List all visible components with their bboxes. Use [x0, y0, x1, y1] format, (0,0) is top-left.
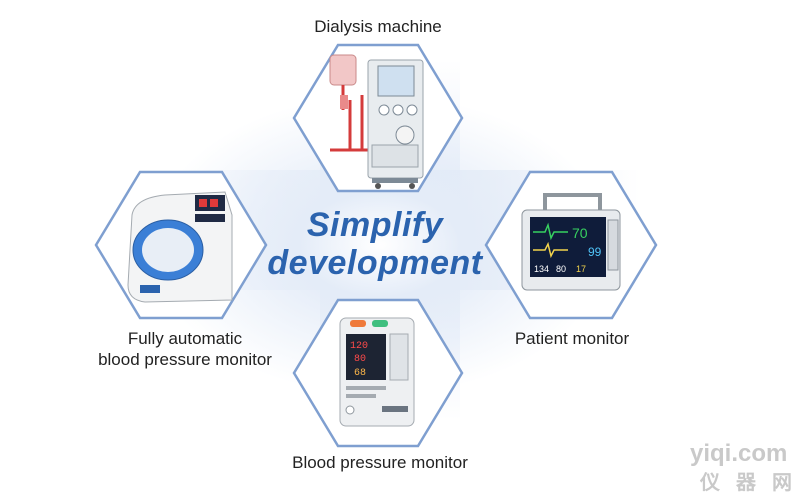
patient-monitor-hr: 70 — [572, 225, 588, 241]
patient-monitor-spo2: 99 — [588, 245, 602, 259]
patient-monitor-bp2: 80 — [556, 264, 566, 274]
center-title-line1: Simplify — [306, 206, 444, 244]
bp-monitor-pulse: 68 — [354, 368, 366, 379]
dialysis-machine-icon — [329, 54, 424, 189]
node-dialysis-machine — [292, 43, 464, 193]
patient-monitor-icon: 70 99 134 80 17 — [521, 193, 621, 291]
node-patient-monitor: 70 99 134 80 17 — [484, 170, 658, 320]
watermark-cjk: 仪器网 — [700, 472, 808, 494]
bp-monitor-icon: 120 80 68 — [339, 317, 415, 427]
bp-monitor-dia: 80 — [354, 354, 366, 365]
label-bp-monitor: Blood pressure monitor — [292, 453, 468, 472]
automatic-bp-monitor-icon — [127, 191, 233, 303]
patient-monitor-bp: 134 — [534, 264, 549, 274]
label-automatic-bp-monitor-line1: Fully automatic — [127, 329, 243, 348]
center-title-line2: development — [267, 244, 483, 282]
label-automatic-bp-monitor-line2: blood pressure monitor — [98, 350, 272, 369]
label-patient-monitor: Patient monitor — [514, 329, 630, 348]
bp-monitor-sys: 120 — [350, 341, 368, 352]
node-bp-monitor: 120 80 68 — [292, 298, 464, 448]
node-automatic-bp-monitor — [94, 170, 268, 320]
watermark-latin: yiqi.com — [690, 440, 788, 467]
patient-monitor-other: 17 — [576, 264, 586, 274]
label-dialysis-machine: Dialysis machine — [314, 17, 442, 36]
